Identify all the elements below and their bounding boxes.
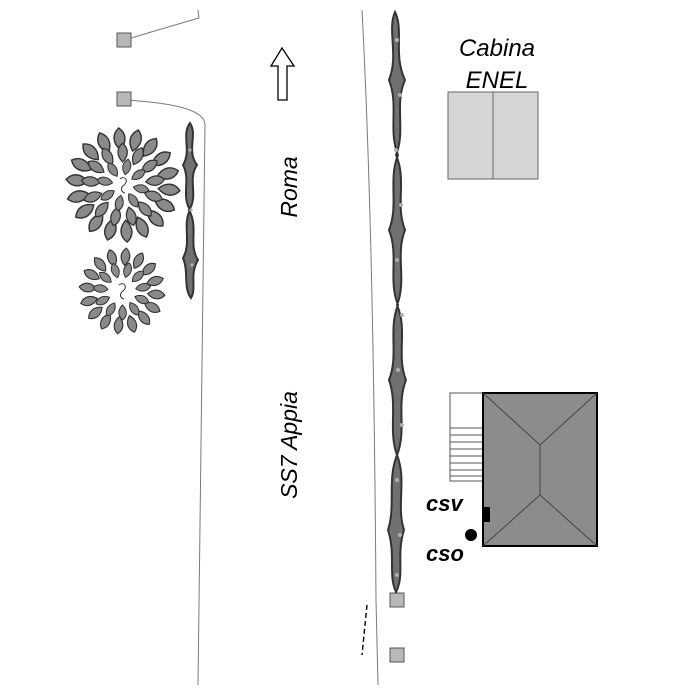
csv-label: csv — [426, 491, 464, 516]
road-right-edge — [361, 9, 379, 686]
hedge-left-icon — [181, 121, 200, 300]
leaf-icon — [146, 288, 166, 301]
tree-canopy-icon — [78, 247, 166, 335]
post-icon — [116, 91, 132, 107]
tree-canopy-icon — [64, 126, 182, 244]
leaf-icon — [78, 293, 100, 309]
tree-center-mark — [119, 177, 127, 194]
hedge-right-icon — [386, 9, 408, 595]
stairs — [449, 392, 484, 482]
road-direction-label: Roma — [276, 156, 302, 217]
post-icon — [116, 32, 132, 48]
leaf-icon — [92, 283, 109, 294]
post-icon — [389, 647, 405, 663]
leaf-icon — [117, 142, 129, 163]
road-dashed-line — [361, 604, 368, 656]
house-building — [482, 392, 598, 547]
cabina-label-line1: Cabina — [459, 35, 535, 62]
road-name-label: SS7 Appia — [276, 391, 302, 499]
leaf-icon — [93, 293, 112, 308]
cso-label: cso — [426, 541, 464, 566]
arrow-up-icon — [269, 46, 296, 101]
leaf-icon — [156, 182, 182, 197]
post-icon — [389, 592, 405, 608]
leaf-icon — [124, 313, 140, 335]
leaf-icon — [95, 175, 114, 188]
csv-marker — [483, 507, 490, 522]
leaf-icon — [129, 268, 147, 285]
leaf-icon — [98, 187, 117, 204]
cso-marker — [465, 529, 477, 541]
cabina-label-line2: ENEL — [466, 67, 529, 94]
hedge-texture — [188, 38, 404, 577]
cabina-enel-building — [447, 91, 539, 180]
road-left-edge — [124, 9, 206, 686]
leaf-icon — [96, 269, 115, 286]
tree-center-mark — [118, 283, 126, 300]
